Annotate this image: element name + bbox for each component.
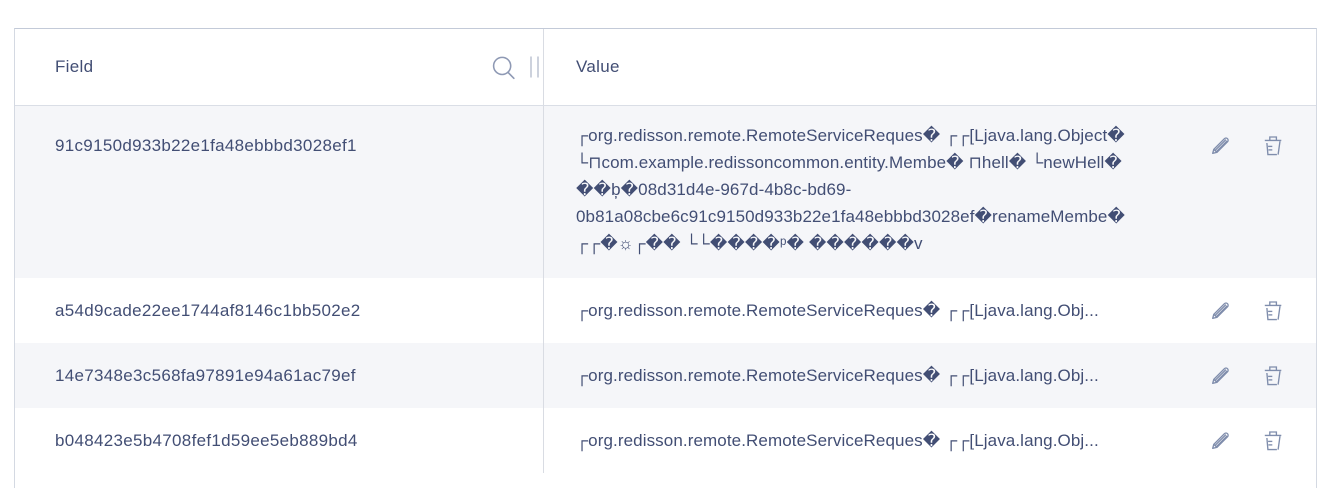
field-column-label: Field [55,57,94,76]
delete-field-button[interactable] [1261,134,1285,158]
table-row: 91c9150d933b22e1fa48ebbbd3028ef1 ┌org.re… [15,106,1316,278]
value-cell: ┌org.redisson.remote.RemoteServiceReques… [544,278,1316,343]
value-column-label: Value [576,57,620,76]
edit-field-button[interactable] [1208,299,1232,323]
row-actions [1208,364,1285,388]
field-name: b048423e5b4708fef1d59ee5eb889bd4 [55,430,358,450]
hash-fields-table: Field Value 91c9150d933b22e1fa48ebbbd302… [14,28,1317,488]
edit-field-button[interactable] [1208,429,1232,453]
value-cell: ┌org.redisson.remote.RemoteServiceReques… [544,106,1316,278]
field-value: ┌org.redisson.remote.RemoteServiceReques… [576,366,1099,385]
value-column-header: Value [544,29,1316,105]
field-cell: b048423e5b4708fef1d59ee5eb889bd4 [15,408,544,473]
table-row: b048423e5b4708fef1d59ee5eb889bd4 ┌org.re… [15,408,1316,473]
field-cell: a54d9cade22ee1744af8146c1bb502e2 [15,278,544,343]
value-cell: ┌org.redisson.remote.RemoteServiceReques… [544,408,1316,473]
row-actions [1208,429,1285,453]
field-cell: 14e7348e3c568fa97891e94a61ac79ef [15,343,544,408]
field-column-header: Field [15,29,544,105]
delete-field-button[interactable] [1261,429,1285,453]
edit-field-button[interactable] [1208,134,1232,158]
field-value: ┌org.redisson.remote.RemoteServiceReques… [576,301,1099,320]
field-value: ┌org.redisson.remote.RemoteServiceReques… [576,431,1099,450]
table-header: Field Value [15,29,1316,106]
field-name: a54d9cade22ee1744af8146c1bb502e2 [55,300,361,320]
delete-field-button[interactable] [1261,364,1285,388]
delete-field-button[interactable] [1261,299,1285,323]
field-cell: 91c9150d933b22e1fa48ebbbd3028ef1 [15,106,544,278]
field-name: 14e7348e3c568fa97891e94a61ac79ef [55,365,356,385]
field-value: ┌org.redisson.remote.RemoteServiceReques… [576,126,1126,253]
value-cell: ┌org.redisson.remote.RemoteServiceReques… [544,343,1316,408]
table-row: 14e7348e3c568fa97891e94a61ac79ef ┌org.re… [15,343,1316,408]
column-resize-handle[interactable] [530,56,539,78]
row-actions [1208,299,1285,323]
field-name: 91c9150d933b22e1fa48ebbbd3028ef1 [55,136,357,155]
search-icon[interactable] [489,53,517,81]
table-row: a54d9cade22ee1744af8146c1bb502e2 ┌org.re… [15,278,1316,343]
edit-field-button[interactable] [1208,364,1232,388]
row-actions [1208,134,1285,158]
